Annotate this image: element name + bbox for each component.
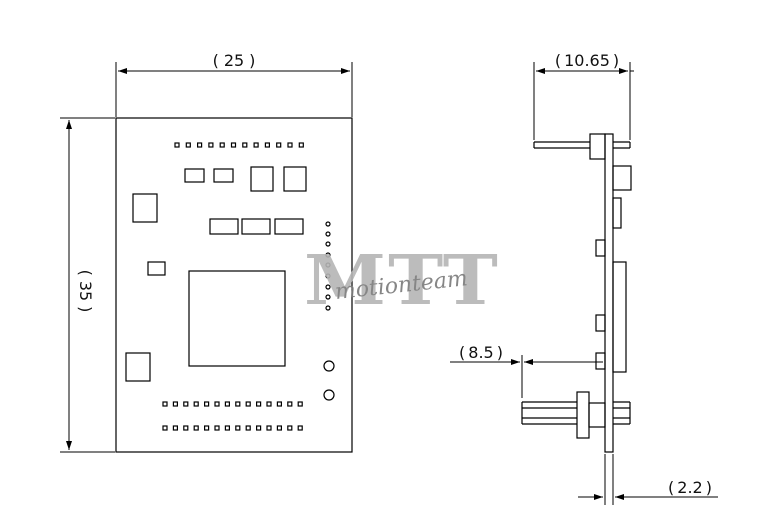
pin-pad	[253, 142, 259, 148]
pin-pad	[245, 425, 251, 431]
pin-pad	[208, 142, 214, 148]
pcb-outline	[115, 117, 353, 453]
pin-pad	[172, 425, 178, 431]
pin-pad	[297, 425, 303, 431]
pin-pad	[287, 142, 293, 148]
smd-component	[213, 168, 234, 183]
pin-pad	[276, 142, 282, 148]
side-component	[612, 165, 632, 191]
pin-pad	[287, 401, 293, 407]
svg-text:MTT: MTT	[304, 241, 500, 321]
smd-component	[184, 168, 205, 183]
pin-pad	[276, 425, 282, 431]
pin-pad	[185, 142, 191, 148]
pin-pad	[266, 425, 272, 431]
pin-pad	[297, 401, 303, 407]
resistor-pad	[241, 218, 271, 235]
mounting-hole	[323, 360, 335, 372]
pin-pad	[172, 401, 178, 407]
pin-pad	[276, 401, 282, 407]
side-component	[595, 314, 606, 332]
pin-pad	[224, 401, 230, 407]
front-view	[115, 117, 353, 453]
bottom-header-body	[588, 402, 606, 428]
height-dimension-label: (35)	[76, 270, 95, 313]
square-component	[132, 193, 158, 223]
via-dot	[325, 284, 331, 290]
via-dot	[325, 221, 331, 227]
pin-pad	[162, 425, 168, 431]
via-dot	[325, 305, 331, 311]
resistor-pad	[274, 218, 304, 235]
pin-pad	[183, 401, 189, 407]
mounting-hole	[323, 389, 335, 401]
pin-pad	[256, 401, 262, 407]
side-view	[521, 133, 632, 453]
pin-pad	[219, 142, 225, 148]
pin-pad	[204, 425, 210, 431]
via-dot	[325, 294, 331, 300]
watermark-logo: MTT motionteam	[304, 241, 500, 321]
via-dot	[325, 252, 331, 258]
pin-pad	[214, 425, 220, 431]
pin-pad	[266, 401, 272, 407]
side-component	[612, 197, 622, 229]
pin-pad	[242, 142, 248, 148]
side-component	[612, 261, 627, 373]
height-dimension	[60, 117, 115, 453]
main-chip	[188, 270, 286, 367]
crystal-component	[250, 166, 274, 192]
crystal-component	[283, 166, 307, 192]
pin-pad	[287, 425, 293, 431]
resistor-pad	[209, 218, 239, 235]
pin-pad	[235, 401, 241, 407]
pin-pad	[298, 142, 304, 148]
via-dot	[325, 241, 331, 247]
top-header-housing	[589, 133, 606, 160]
bottom-pin-row-2	[162, 425, 303, 431]
pin-pad	[214, 401, 220, 407]
via-dot	[325, 231, 331, 237]
pin-pad	[183, 425, 189, 431]
small-component	[147, 261, 166, 276]
square-component	[125, 352, 151, 382]
pin-pad	[197, 142, 203, 148]
pin-pad	[162, 401, 168, 407]
side-component	[595, 352, 606, 370]
via-dot	[325, 273, 331, 279]
pin-pad	[256, 425, 262, 431]
pin-pad	[230, 142, 237, 148]
depth-dimension	[533, 62, 634, 140]
top-pin-row	[174, 142, 304, 148]
bottom-pin-row-1	[162, 401, 303, 407]
pin-offset-label: (8.5)	[459, 343, 503, 362]
side-via-column	[325, 221, 331, 311]
side-component	[595, 239, 606, 257]
pin-pad	[235, 425, 241, 431]
pcb-side	[604, 133, 614, 453]
width-dimension-label: (25)	[213, 51, 256, 70]
pin-pad	[204, 401, 210, 407]
via-dot	[325, 262, 331, 268]
depth-dimension-label: (10.65)	[555, 51, 619, 70]
thickness-dimension	[578, 454, 718, 505]
width-dimension	[115, 62, 353, 117]
bottom-header-housing	[576, 391, 590, 439]
pin-pad	[193, 425, 199, 431]
pin-pad	[245, 401, 251, 407]
pin-offset-dimension	[450, 355, 603, 398]
pin-pad	[224, 425, 230, 431]
pin-pad	[264, 142, 270, 148]
thickness-label: (2.2)	[668, 478, 712, 497]
pin-pad	[174, 142, 180, 148]
pin-pad	[193, 401, 199, 407]
